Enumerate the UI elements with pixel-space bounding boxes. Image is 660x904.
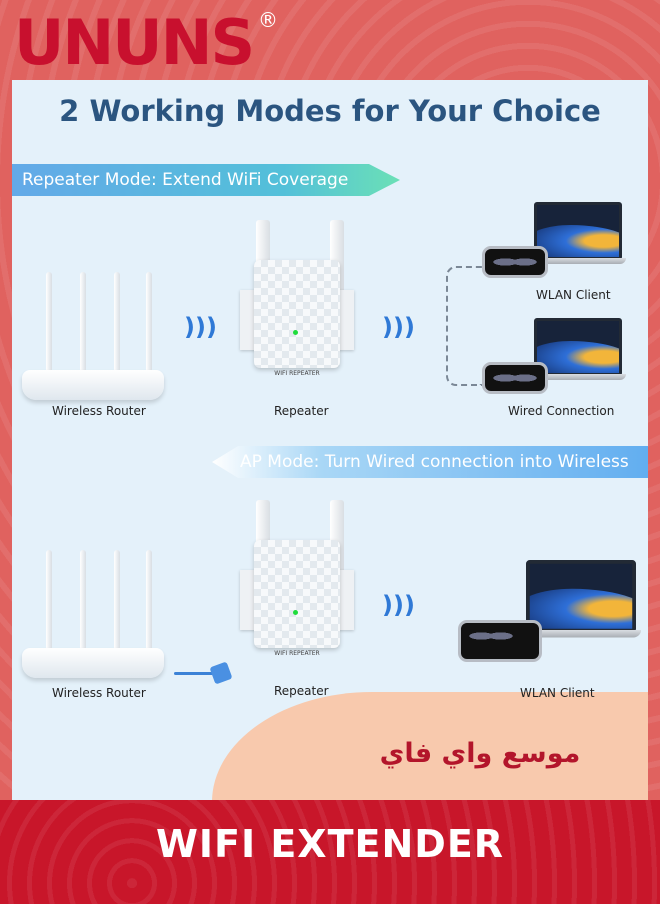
- arabic-product-title: موسع واي فاي: [379, 738, 581, 769]
- brand-logo: UNUNS: [14, 6, 255, 79]
- registered-mark: ®: [258, 8, 278, 32]
- device-tag: WIFI REPEATER: [274, 650, 320, 657]
- device-tag: WIFI REPEATER: [274, 370, 320, 377]
- laptop-icon: [526, 202, 626, 272]
- wifi-signal-icon: ))): [382, 591, 415, 619]
- footer-title: WIFI EXTENDER: [155, 822, 505, 866]
- phone-icon: [458, 620, 542, 662]
- repeater-device-image: WIFI REPEATER: [234, 220, 360, 377]
- client-label: WLAN Client: [536, 288, 611, 302]
- laptop-icon: [526, 318, 626, 388]
- router-label: Wireless Router: [52, 404, 146, 418]
- decorative-swoosh: [212, 692, 648, 800]
- laptop-icon: [516, 560, 641, 648]
- wired-connection-label: Wired Connection: [508, 404, 615, 418]
- ethernet-plug-icon: [209, 661, 233, 685]
- phone-icon: [482, 362, 548, 394]
- wireless-router-image: [22, 260, 164, 410]
- footer-banner: WIFI EXTENDER: [0, 800, 660, 904]
- repeater-label: Repeater: [274, 684, 329, 698]
- wireless-router-image: [22, 538, 164, 688]
- wifi-signal-icon: ))): [184, 313, 217, 341]
- client-label: WLAN Client: [520, 686, 595, 700]
- modes-panel: 2 Working Modes for Your Choice Repeater…: [12, 80, 648, 800]
- repeater-device-image: WIFI REPEATER: [234, 500, 360, 657]
- ethernet-cable: [174, 672, 224, 675]
- repeater-mode-banner: Repeater Mode: Extend WiFi Coverage: [12, 164, 400, 196]
- page-title: 2 Working Modes for Your Choice: [59, 94, 601, 128]
- wifi-signal-icon: ))): [382, 313, 415, 341]
- router-label: Wireless Router: [52, 686, 146, 700]
- ap-mode-banner: AP Mode: Turn Wired connection into Wire…: [212, 446, 648, 478]
- phone-icon: [482, 246, 548, 278]
- connection-dashes: [446, 266, 482, 386]
- repeater-label: Repeater: [274, 404, 329, 418]
